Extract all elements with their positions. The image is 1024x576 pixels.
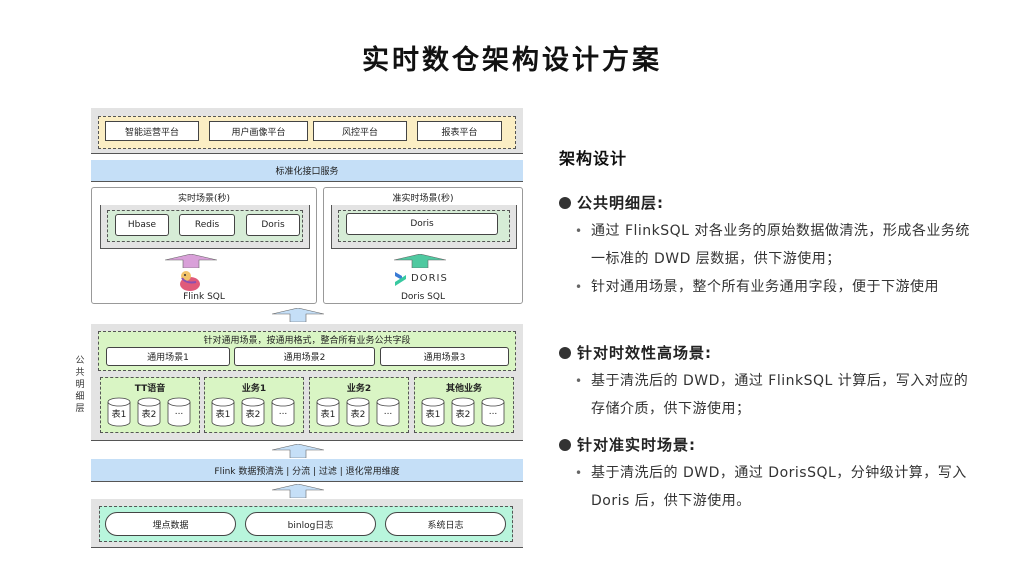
doris-logo-icon bbox=[395, 272, 406, 286]
table-cylinder-icon[interactable]: 表2 bbox=[346, 397, 370, 427]
table-cylinder-icon[interactable]: ... bbox=[376, 397, 400, 427]
realtime-store-panel: Hbase Redis Doris bbox=[100, 205, 310, 249]
section-bullet: 基于清洗后的 DWD，通过 DorisSQL，分钟级计算，写入 Doris 后，… bbox=[559, 459, 979, 515]
up-arrow-icon bbox=[165, 254, 217, 268]
table-cylinder-icon[interactable]: 表1 bbox=[421, 397, 445, 427]
section-bullet: 通过 FlinkSQL 对各业务的原始数据做清洗，形成各业务统一标准的 DWD … bbox=[559, 217, 979, 273]
table-label: ... bbox=[488, 407, 498, 417]
table-label: ... bbox=[383, 407, 393, 417]
section-title: 针对时效性高场景: bbox=[577, 344, 712, 362]
business-group: 业务2 表1 表2... bbox=[309, 377, 409, 433]
dwd-layer-panel: 针对通用场景，按通用格式，整合所有业务公共字段 通用场景1 通用场景2 通用场景… bbox=[91, 324, 523, 441]
app-platform-box[interactable]: 用户画像平台 bbox=[209, 121, 308, 141]
near-realtime-scene-box: 准实时场景(秒) Doris DORIS Doris SQL bbox=[323, 187, 523, 304]
table-label: 表2 bbox=[350, 410, 366, 420]
business-group: 业务1 表1 表2... bbox=[204, 377, 304, 433]
section-bullet: 基于清洗后的 DWD，通过 FlinkSQL 计算后，写入对应的存储介质，供下游… bbox=[559, 367, 979, 423]
app-layer-panel: 智能运营平台 用户画像平台 风控平台 报表平台 bbox=[91, 108, 523, 154]
common-scene-box[interactable]: 通用场景1 bbox=[106, 347, 230, 366]
store-redis[interactable]: Redis bbox=[179, 214, 235, 236]
table-label: ... bbox=[278, 407, 288, 417]
table-cylinder-icon[interactable]: 表2 bbox=[451, 397, 475, 427]
section-title: 公共明细层: bbox=[577, 194, 664, 212]
near-realtime-scene-title: 准实时场景(秒) bbox=[392, 194, 454, 204]
table-label: 表1 bbox=[111, 410, 127, 420]
store-doris[interactable]: Doris bbox=[246, 214, 300, 236]
store-hbase[interactable]: Hbase bbox=[115, 214, 169, 236]
dwd-side-label: 公共明细层 bbox=[75, 356, 85, 414]
app-platform-box[interactable]: 风控平台 bbox=[313, 121, 407, 141]
doris-sql-label: Doris SQL bbox=[401, 292, 445, 302]
business-name: TT语音 bbox=[134, 384, 166, 394]
doris-logo-text: DORIS bbox=[411, 273, 448, 284]
business-group: TT语音表1 表2... bbox=[100, 377, 200, 433]
common-scene-desc: 针对通用场景，按通用格式，整合所有业务公共字段 bbox=[203, 336, 411, 346]
near-realtime-store-panel: Doris bbox=[331, 205, 517, 249]
common-scene-box[interactable]: 通用场景3 bbox=[380, 347, 509, 366]
realtime-scene-title: 实时场景(秒) bbox=[177, 194, 231, 204]
table-cylinder-icon[interactable]: 表2 bbox=[137, 397, 161, 427]
table-cylinder-icon[interactable]: ... bbox=[271, 397, 295, 427]
business-name: 其他业务 bbox=[445, 384, 482, 394]
store-doris[interactable]: Doris bbox=[346, 213, 498, 235]
table-label: 表1 bbox=[215, 410, 231, 420]
app-platform-box[interactable]: 报表平台 bbox=[417, 121, 502, 141]
bullet-dot-icon bbox=[559, 196, 571, 209]
common-scene-box[interactable]: 通用场景2 bbox=[234, 347, 375, 366]
bullet-dot-icon bbox=[559, 346, 571, 359]
table-cylinder-icon[interactable]: 表1 bbox=[316, 397, 340, 427]
design-section: 针对准实时场景: 基于清洗后的 DWD，通过 DorisSQL，分钟级计算，写入… bbox=[559, 434, 979, 515]
table-cylinder-icon[interactable]: ... bbox=[481, 397, 505, 427]
app-platform-box[interactable]: 智能运营平台 bbox=[105, 121, 199, 141]
table-label: 表1 bbox=[320, 410, 336, 420]
section-title: 针对准实时场景: bbox=[577, 436, 696, 454]
table-label: ... bbox=[174, 407, 184, 417]
design-section: 针对时效性高场景: 基于清洗后的 DWD，通过 FlinkSQL 计算后，写入对… bbox=[559, 342, 979, 423]
up-arrow-icon bbox=[272, 308, 324, 322]
api-service-bar: 标准化接口服务 bbox=[91, 160, 523, 182]
up-arrow-icon bbox=[272, 484, 324, 498]
table-cylinder-icon[interactable]: 表2 bbox=[241, 397, 265, 427]
up-arrow-icon bbox=[394, 254, 446, 268]
table-cylinder-icon[interactable]: 表1 bbox=[211, 397, 235, 427]
flink-sql-label: Flink SQL bbox=[183, 292, 225, 302]
design-section: 公共明细层: 通过 FlinkSQL 对各业务的原始数据做清洗，形成各业务统一标… bbox=[559, 192, 979, 301]
page-title: 实时数仓架构设计方案 bbox=[362, 45, 662, 76]
table-cylinder-icon[interactable]: ... bbox=[167, 397, 191, 427]
source-item[interactable]: 系统日志 bbox=[385, 512, 506, 536]
table-cylinder-icon[interactable]: 表1 bbox=[107, 397, 131, 427]
flink-preprocess-bar: Flink 数据预清洗 | 分流 | 过滤 | 退化常用维度 bbox=[91, 459, 523, 482]
business-name: 业务2 bbox=[346, 384, 372, 394]
business-name: 业务1 bbox=[241, 384, 267, 394]
source-item[interactable]: binlog日志 bbox=[245, 512, 376, 536]
section-bullet: 针对通用场景，整个所有业务通用字段，便于下游使用 bbox=[559, 273, 979, 301]
table-label: 表2 bbox=[245, 410, 261, 420]
business-group: 其他业务表1 表2... bbox=[414, 377, 514, 433]
design-heading: 架构设计 bbox=[559, 149, 628, 168]
realtime-scene-box: 实时场景(秒) Hbase Redis Doris Flink SQL bbox=[91, 187, 317, 304]
up-arrow-icon bbox=[272, 444, 324, 458]
table-label: 表1 bbox=[425, 410, 441, 420]
table-label: 表2 bbox=[141, 410, 157, 420]
table-label: 表2 bbox=[455, 410, 471, 420]
source-layer-panel: 埋点数据 binlog日志 系统日志 bbox=[91, 499, 523, 548]
flink-logo-icon bbox=[180, 271, 200, 291]
source-item[interactable]: 埋点数据 bbox=[105, 512, 236, 536]
bullet-dot-icon bbox=[559, 438, 571, 451]
